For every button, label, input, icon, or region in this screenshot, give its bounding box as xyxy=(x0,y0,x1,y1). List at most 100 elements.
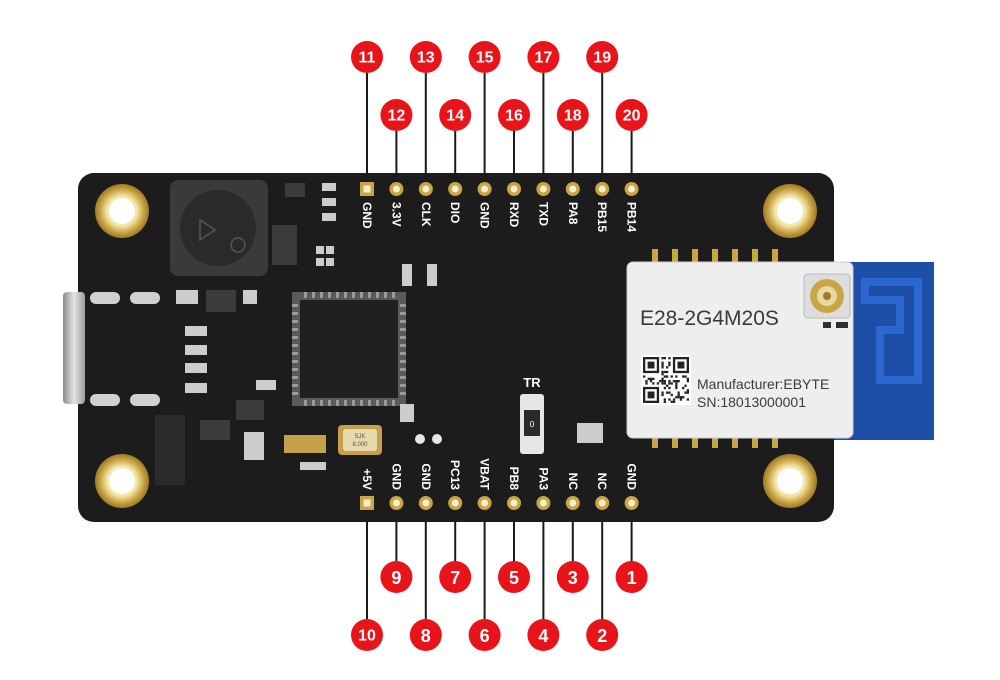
pin-number-badge xyxy=(556,99,589,131)
crystal-marking: SJK xyxy=(354,434,365,440)
wireless-module: E28-2G4M20S Manufacturer:EBYTE SN:180130… xyxy=(626,249,854,448)
pin-number-badge xyxy=(527,41,560,73)
pin-label: CLK xyxy=(419,202,433,227)
pin-number: 16 xyxy=(505,108,523,125)
mounting-hole xyxy=(95,184,149,238)
pin-label: TXD xyxy=(536,202,550,226)
module-serial: SN:18013000001 xyxy=(697,394,806,410)
pin-3: NC 3 xyxy=(556,473,589,593)
pin-number: 2 xyxy=(597,626,607,646)
pin-number-badge xyxy=(380,99,413,131)
pin-16: RXD 16 xyxy=(498,99,530,228)
pin-number-badge xyxy=(468,41,501,73)
qr-code xyxy=(641,355,691,405)
bottom-pin-row: +5V10GND9GND8PC137VBAT6PB85PA34NC3NC2GND… xyxy=(351,458,648,651)
smd-components xyxy=(155,183,603,485)
pin-number-badge xyxy=(527,619,560,651)
pin-1: GND 1 xyxy=(615,463,648,593)
test-pads xyxy=(415,434,442,444)
pin-number: 4 xyxy=(538,626,548,646)
ipex-antenna-connector xyxy=(803,273,851,319)
pin-number: 18 xyxy=(564,108,582,125)
pin-number: 20 xyxy=(623,108,641,125)
pin-number-badge xyxy=(351,619,383,651)
pin-number: 14 xyxy=(446,108,464,125)
crystal-marking: 8.000 xyxy=(352,442,368,448)
pin-number-badge xyxy=(586,41,619,73)
pin-label: GND xyxy=(360,202,374,229)
mounting-hole xyxy=(95,454,149,508)
switch-value: 0 xyxy=(530,420,535,429)
pin-label: VBAT xyxy=(478,458,492,490)
pin-number-badge xyxy=(409,41,442,73)
mounting-hole xyxy=(763,454,817,508)
pin-17: TXD 17 xyxy=(527,41,560,226)
pin-15: GND 15 xyxy=(468,41,501,229)
pin-11: GND 11 xyxy=(351,41,383,229)
pin-number: 10 xyxy=(358,628,376,645)
pin-label: GND xyxy=(419,463,433,490)
pin-number-badge xyxy=(439,561,472,593)
pin-number: 5 xyxy=(509,568,519,588)
usb-c-connector xyxy=(63,292,160,406)
crystal-oscillator: SJK 8.000 xyxy=(338,425,382,455)
pin-number: 19 xyxy=(593,50,611,67)
pin-number: 15 xyxy=(476,50,494,67)
pin-number-badge xyxy=(380,561,413,593)
pin-13: CLK 13 xyxy=(409,41,442,227)
module-model: E28-2G4M20S xyxy=(640,307,779,330)
pin-8: GND 8 xyxy=(409,463,442,651)
pin-number: 3 xyxy=(568,568,578,588)
mounting-hole xyxy=(763,184,817,238)
pin-label: DIO xyxy=(448,202,462,223)
pin-label: 3.3V xyxy=(389,202,403,227)
pin-number-badge xyxy=(351,41,383,73)
pin-9: GND 9 xyxy=(380,463,413,593)
pin-18: PA8 18 xyxy=(556,99,589,225)
pin-label: RXD xyxy=(507,202,521,228)
pin-label: +5V xyxy=(360,468,374,490)
pin-label: PC13 xyxy=(448,460,462,490)
pin-6: VBAT 6 xyxy=(468,458,501,651)
module-castellations xyxy=(652,249,778,448)
pin-label: PB14 xyxy=(625,202,639,232)
pin-label: GND xyxy=(389,463,403,490)
tr-label: TR xyxy=(523,375,541,390)
pin-7: PC13 7 xyxy=(439,460,472,593)
pin-label: PA8 xyxy=(566,202,580,225)
pin-number-badge xyxy=(439,99,472,131)
pin-label: PB15 xyxy=(595,202,609,232)
buzzer xyxy=(170,180,268,276)
module-manufacturer: Manufacturer:EBYTE xyxy=(697,376,829,392)
mcu-chip xyxy=(292,292,406,406)
pin-19: PB15 19 xyxy=(586,41,619,232)
pin-label: GND xyxy=(478,202,492,229)
pin-14: DIO 14 xyxy=(439,99,472,223)
pin-number: 12 xyxy=(388,108,406,125)
pin-number-badge xyxy=(498,561,530,593)
pin-number: 7 xyxy=(450,568,460,588)
pin-number: 9 xyxy=(391,568,401,588)
pin-label: GND xyxy=(625,463,639,490)
pin-number: 11 xyxy=(359,50,376,67)
pin-2: NC2 xyxy=(586,473,619,651)
pin-10: +5V 10 xyxy=(351,468,383,651)
pin-20: PB14 20 xyxy=(615,99,648,232)
pin-label: NC xyxy=(566,473,580,491)
pin-number: 1 xyxy=(627,568,637,588)
pin-12: 3.3V 12 xyxy=(380,99,413,227)
pin-number-badge xyxy=(498,99,530,131)
pin-number-badge xyxy=(409,619,442,651)
pin-number-badge xyxy=(615,99,648,131)
tr-switch: TR 0 xyxy=(520,375,544,454)
pin-number-badge xyxy=(556,561,589,593)
pin-number: 13 xyxy=(417,50,435,67)
pin-number: 6 xyxy=(480,626,490,646)
pin-number-badge xyxy=(615,561,648,593)
pin-number: 8 xyxy=(421,626,431,646)
pin-number: 17 xyxy=(535,50,553,67)
